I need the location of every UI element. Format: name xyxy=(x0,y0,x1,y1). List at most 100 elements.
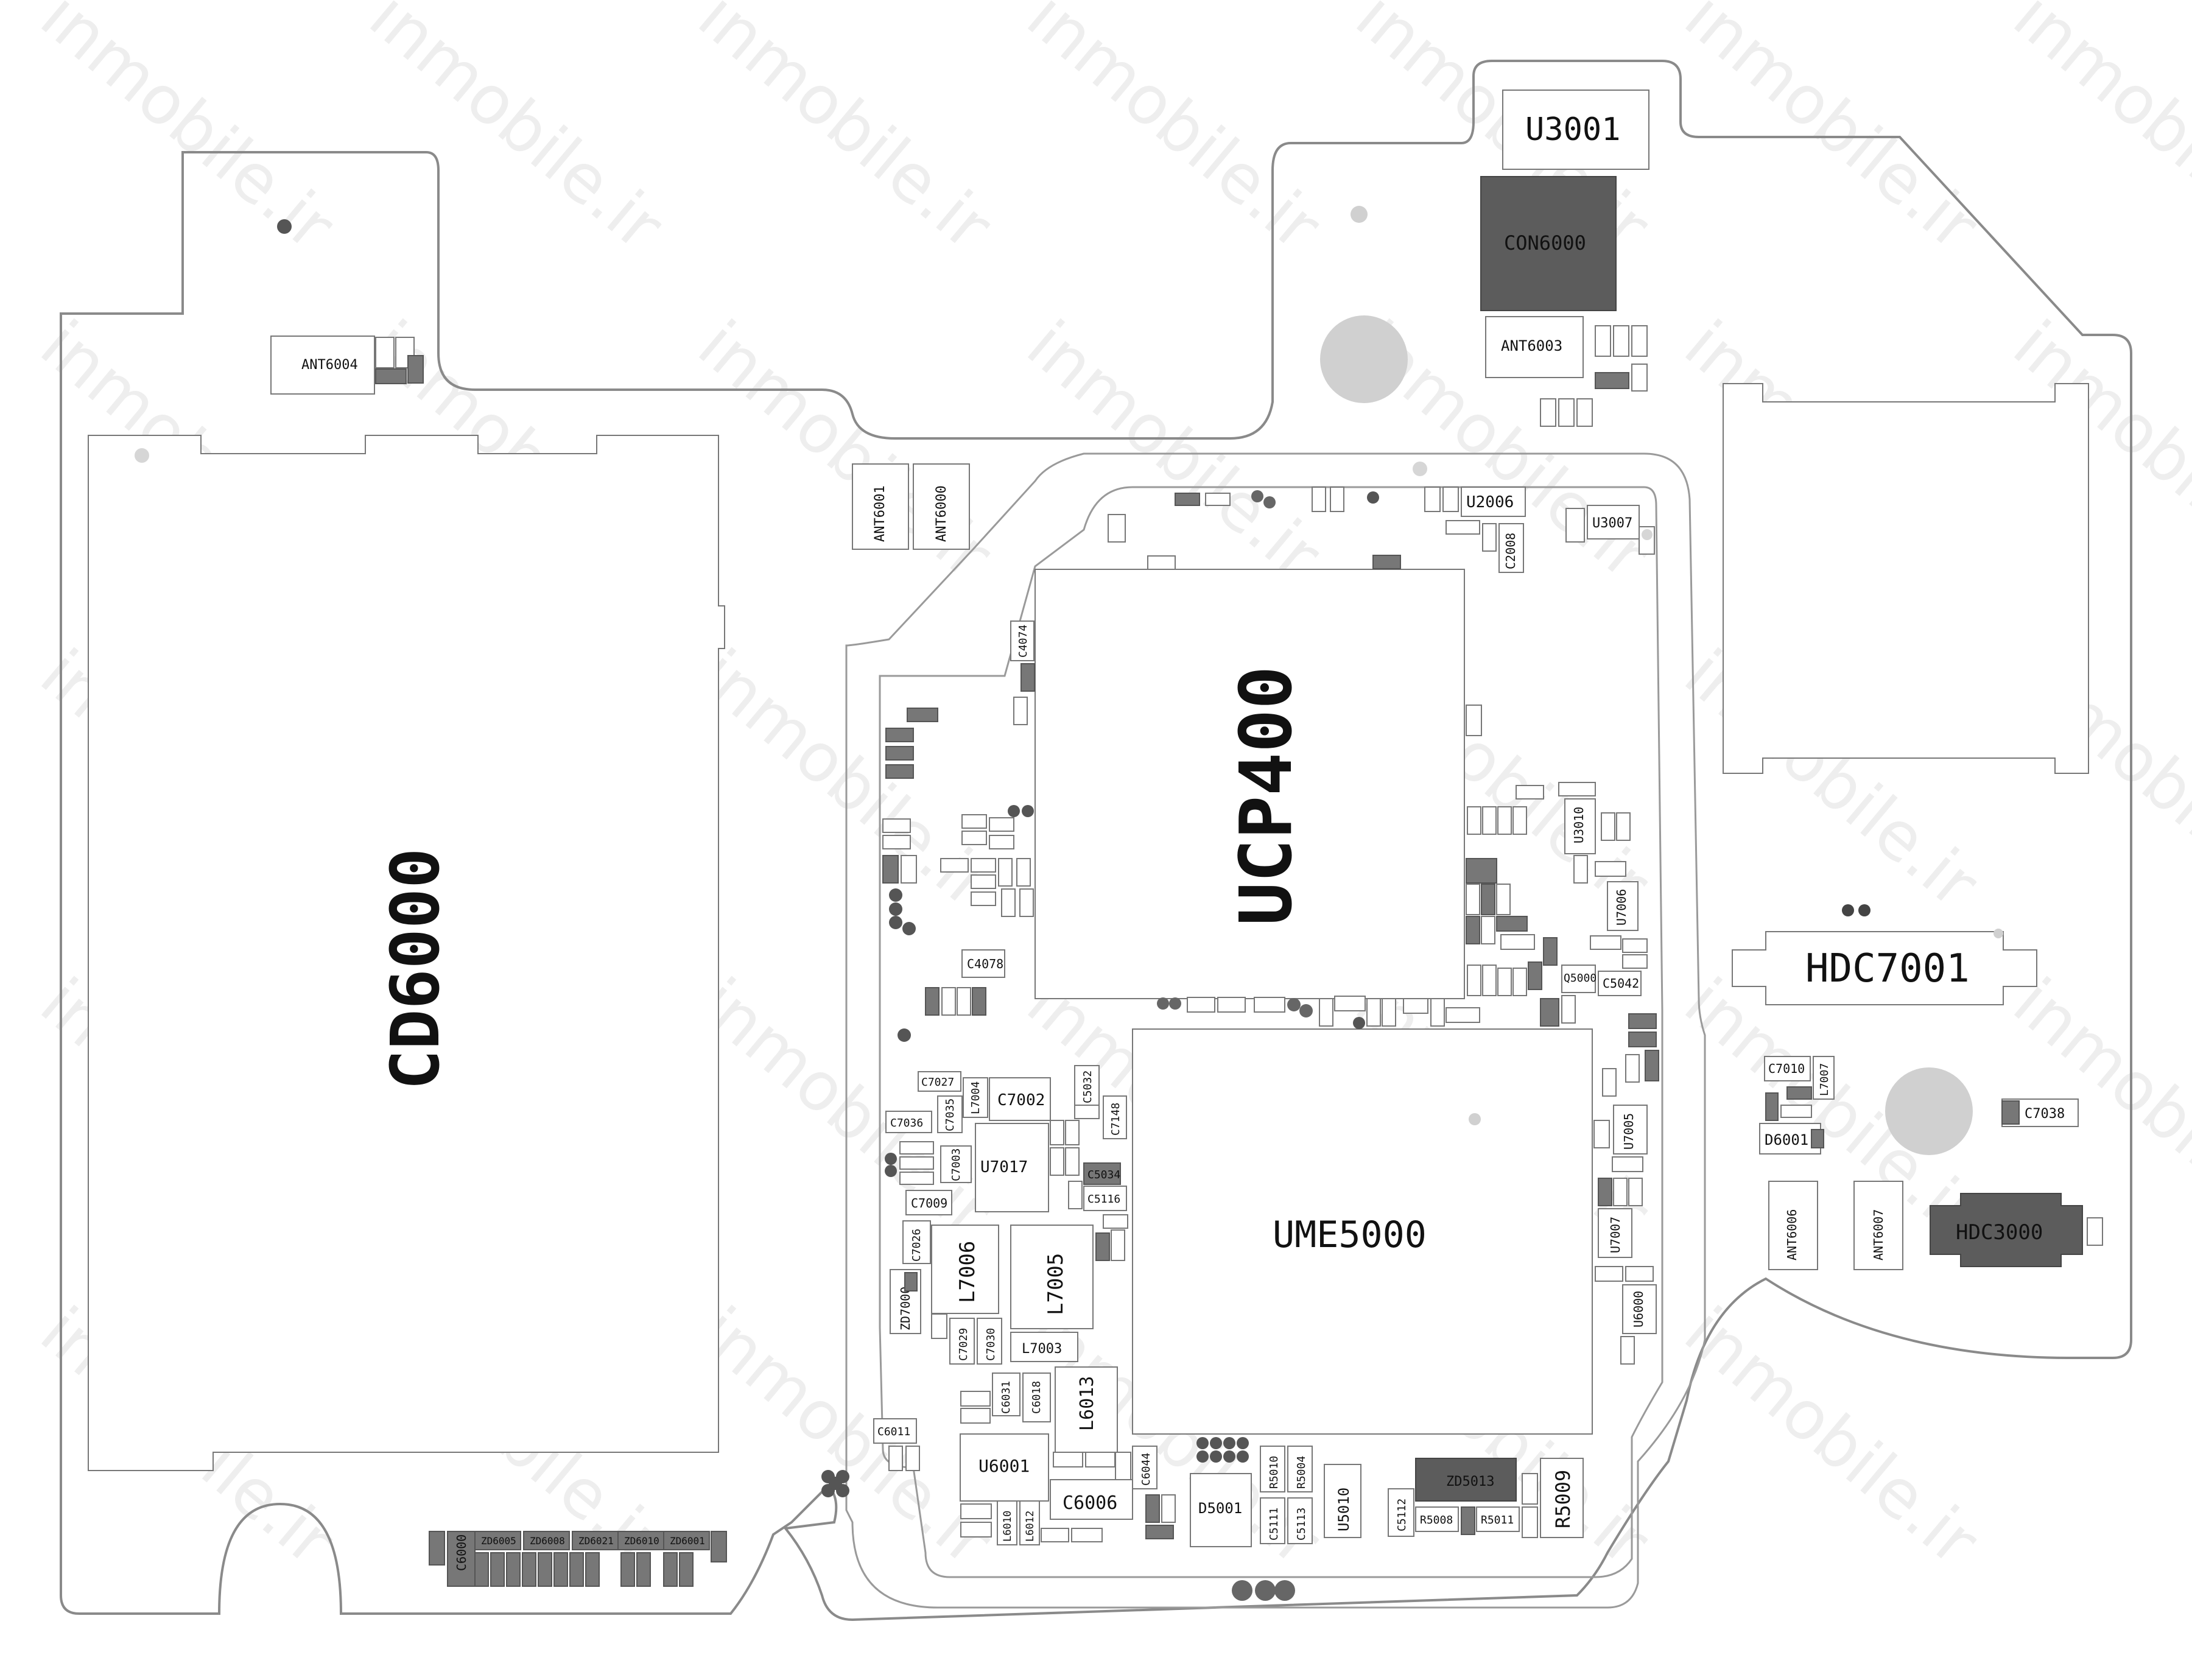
c4074-box xyxy=(1010,620,1035,661)
cap-smd xyxy=(1461,1506,1475,1535)
u6000-label: U6000 xyxy=(1631,1291,1646,1327)
cap-smd xyxy=(522,1552,536,1587)
u7005-box xyxy=(1613,1105,1648,1155)
res-smd xyxy=(957,987,971,1016)
zener-smd xyxy=(885,746,914,761)
fiducial-dot xyxy=(1642,529,1653,540)
cap-smd xyxy=(1254,997,1285,1013)
pad-dot xyxy=(1842,904,1854,916)
res-smd xyxy=(905,1446,920,1471)
cap-smd xyxy=(1065,1147,1080,1176)
mounting-hole xyxy=(1885,1067,1973,1155)
pad-dot xyxy=(889,888,902,902)
pad-dot xyxy=(898,1028,911,1042)
hdc3000-block xyxy=(1930,1193,2083,1267)
c5032-box xyxy=(1074,1065,1100,1106)
u2006-box xyxy=(1461,487,1526,517)
diode-smd xyxy=(882,855,899,884)
watermark-text: inmobile.ir xyxy=(26,0,349,265)
res-smd xyxy=(1481,916,1495,944)
ume5000-label: UME5000 xyxy=(1273,1214,1427,1256)
res-smd xyxy=(1466,858,1497,884)
hdc3000-label: HDC3000 xyxy=(1956,1220,2043,1245)
u3007-box xyxy=(1587,505,1640,539)
c6000-block xyxy=(447,1531,476,1587)
zener-smd xyxy=(1595,372,1629,389)
c5042-box xyxy=(1598,971,1642,996)
c7036-label: C7036 xyxy=(890,1117,923,1130)
pad-dot xyxy=(1237,1450,1249,1463)
cap-smd xyxy=(1108,514,1126,543)
ant6000-label: ANT6000 xyxy=(934,485,949,542)
pad-dot xyxy=(1223,1450,1235,1463)
l7003-label: L7003 xyxy=(1022,1341,1062,1357)
c7036-box xyxy=(885,1111,932,1133)
l7006-label: L7006 xyxy=(955,1241,980,1303)
c7035-label: C7035 xyxy=(944,1098,957,1131)
c7029-box xyxy=(949,1318,975,1365)
pad-dot xyxy=(1196,1450,1209,1463)
res-smd xyxy=(1540,398,1556,427)
cap-smd xyxy=(1111,1229,1125,1261)
u3007-label: U3007 xyxy=(1592,516,1632,531)
cap-smd xyxy=(960,1503,992,1519)
cap-smd xyxy=(960,1522,992,1538)
board-outline xyxy=(60,60,2132,1622)
c7003-box xyxy=(940,1145,972,1183)
res-smd xyxy=(888,1446,903,1471)
cap-smd xyxy=(961,814,987,829)
ant6004-box xyxy=(270,336,375,395)
cap-smd xyxy=(1625,1266,1654,1282)
shield-outline xyxy=(845,452,1706,1609)
cap-pad xyxy=(2001,1100,2020,1125)
c5112-box xyxy=(1388,1488,1414,1537)
cap-smd xyxy=(1598,1178,1612,1206)
res-smd xyxy=(1446,1007,1480,1023)
pad-dot xyxy=(1251,490,1263,502)
pad-dot xyxy=(1169,997,1181,1010)
cap-smd xyxy=(395,337,415,368)
res-smd xyxy=(882,818,911,833)
res-smd xyxy=(1467,965,1481,996)
zd6010-label: ZD6010 xyxy=(624,1535,659,1547)
ant6007-label: ANT6007 xyxy=(1871,1209,1886,1260)
res-smd xyxy=(1622,954,1648,969)
c5113-label: C5113 xyxy=(1295,1508,1308,1541)
cap-smd xyxy=(1147,555,1176,570)
r5008-label: R5008 xyxy=(1420,1514,1453,1527)
cap-smd xyxy=(1050,1147,1064,1176)
u6000-box xyxy=(1622,1284,1657,1334)
cap-smd xyxy=(1145,1525,1174,1539)
res-smd xyxy=(1512,968,1527,996)
res-smd xyxy=(971,874,996,889)
c5116-label: C5116 xyxy=(1087,1193,1120,1206)
cap-smd xyxy=(1482,965,1497,996)
pad-dot xyxy=(1299,1004,1313,1017)
res-smd xyxy=(998,858,1013,887)
cap-smd xyxy=(885,728,914,742)
res-smd xyxy=(1161,1494,1176,1523)
cap-smd xyxy=(1786,1086,1812,1100)
r5009-label: R5009 xyxy=(1551,1470,1575,1528)
watermark-text: inmobile.ir xyxy=(684,306,1006,594)
cap-smd xyxy=(429,1531,445,1566)
hdc7001-label: HDC7001 xyxy=(1805,946,1970,991)
c5111-label: C5111 xyxy=(1268,1508,1280,1541)
d6001-label: D6001 xyxy=(1765,1131,1808,1148)
c7010-box xyxy=(1764,1056,1811,1081)
res-smd xyxy=(941,987,956,1016)
cap-smd xyxy=(971,891,996,906)
zd6005-block xyxy=(474,1531,521,1550)
pad-dot xyxy=(829,1477,842,1490)
res-smd xyxy=(1497,968,1512,996)
r5011-label: R5011 xyxy=(1481,1514,1514,1527)
cap-smd xyxy=(1115,1452,1131,1480)
c7148-box xyxy=(1103,1095,1127,1139)
l7004-box xyxy=(963,1077,988,1118)
cap-smd xyxy=(1319,998,1333,1027)
l6010-label: L6010 xyxy=(1002,1511,1014,1542)
res-smd xyxy=(1601,812,1615,841)
zener-smd xyxy=(885,764,914,779)
c7030-label: C7030 xyxy=(985,1328,997,1361)
fiducial-dot xyxy=(1994,929,2003,938)
